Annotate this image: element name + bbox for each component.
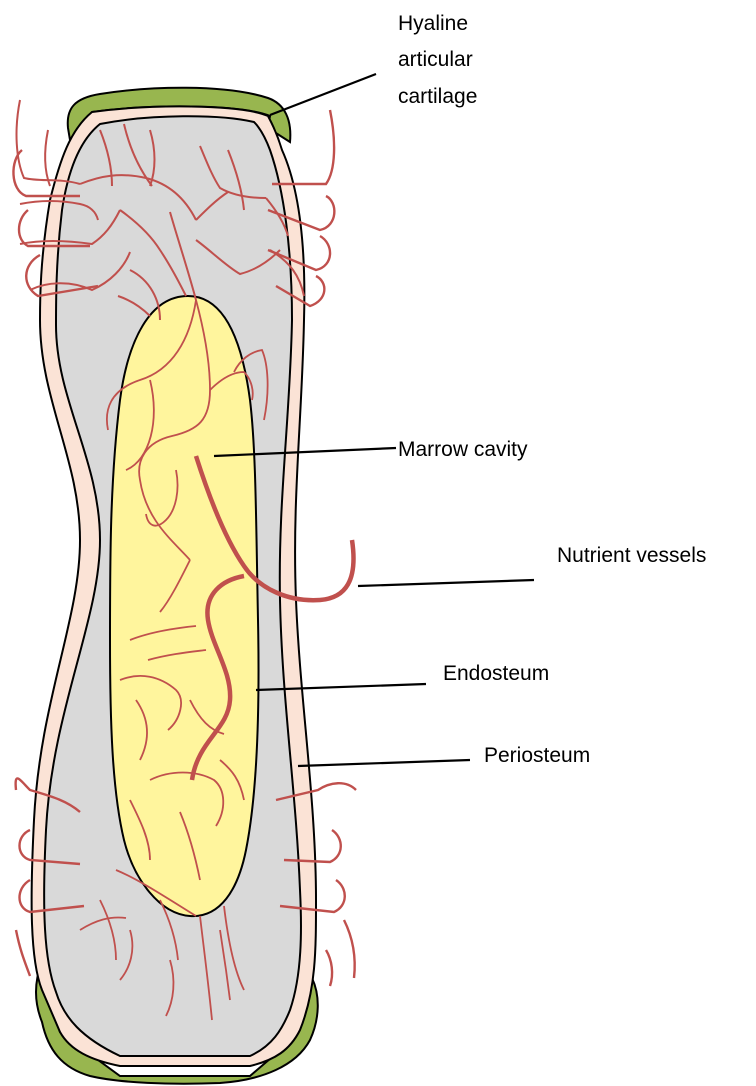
marrow-cavity-label: Marrow cavity [398, 438, 528, 461]
nutrient-vessels-leader [358, 580, 534, 586]
hyaline-label-line2: articular [398, 48, 473, 71]
hyaline-leader [270, 74, 376, 115]
periosteum-leader [298, 760, 470, 766]
endosteum-label: Endosteum [443, 662, 549, 685]
hyaline-label-line3: cartilage [398, 85, 477, 108]
nutrient-vessels-label: Nutrient vessels [557, 544, 706, 567]
hyaline-label-line1: Hyaline [398, 12, 468, 35]
periosteum-label: Periosteum [484, 744, 590, 767]
